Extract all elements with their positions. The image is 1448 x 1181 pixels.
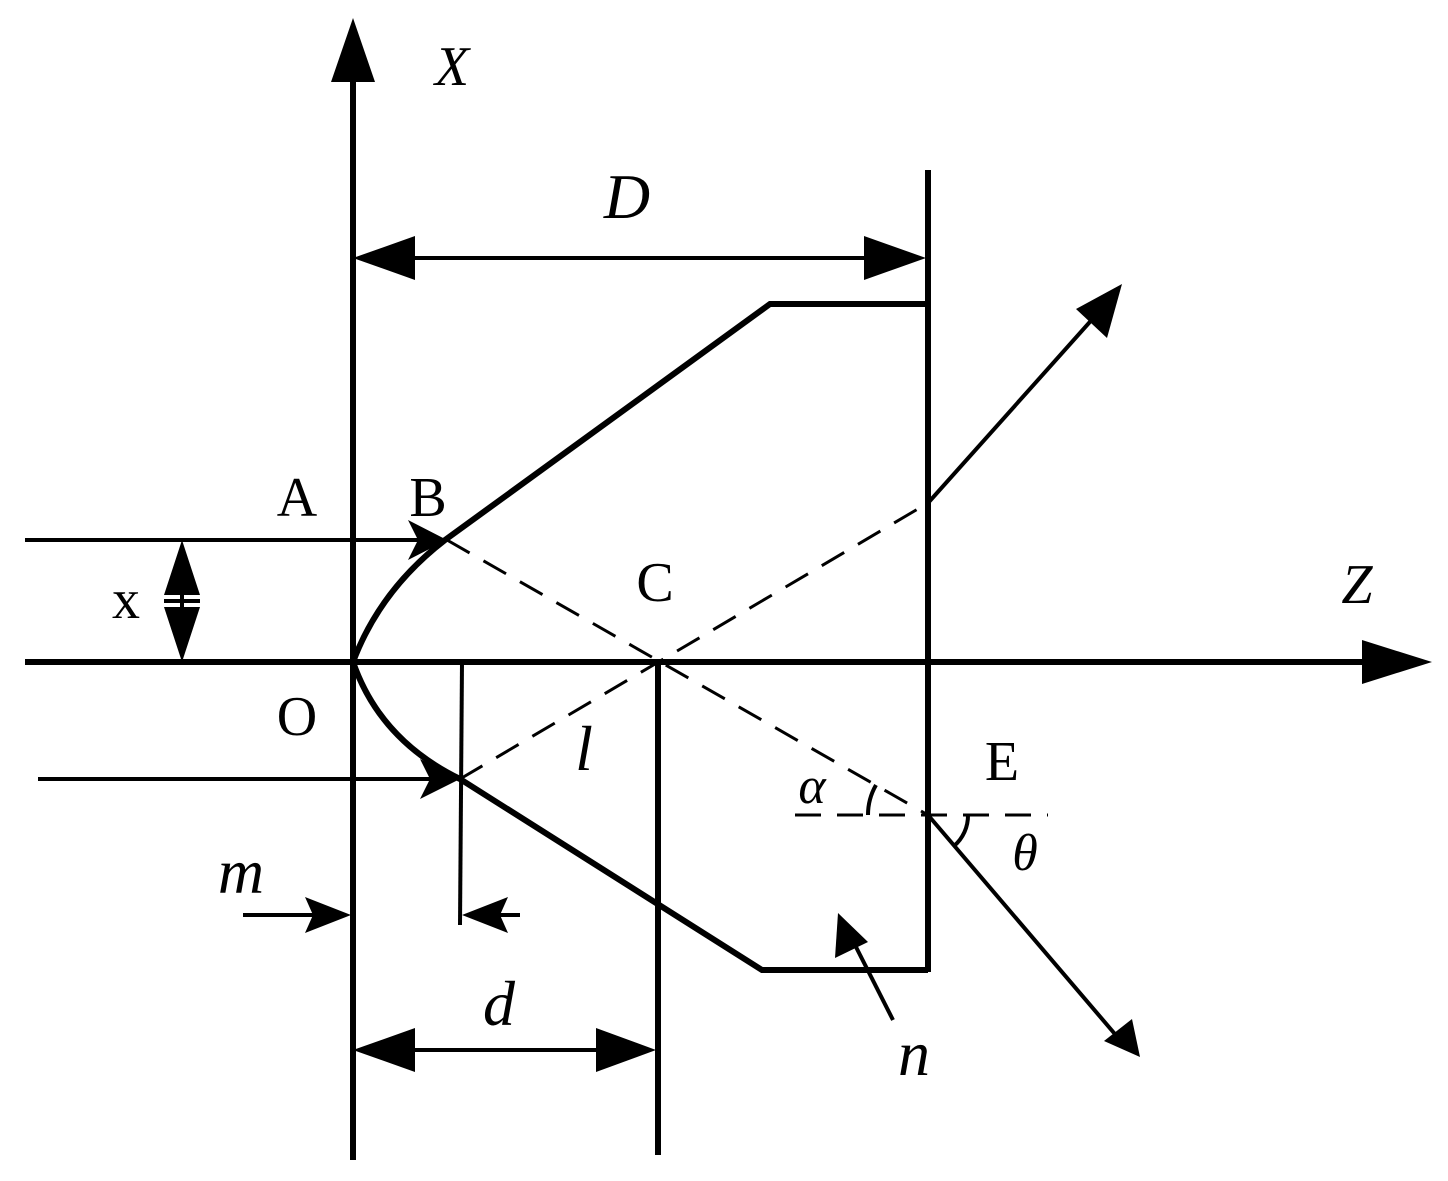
incident-ray-upper — [25, 520, 447, 560]
dim-m-label: m — [218, 836, 264, 907]
angle-alpha-arc — [865, 784, 878, 816]
dimension-D — [353, 236, 926, 280]
index-pointer-arrow — [835, 913, 895, 1021]
axis-x-label: X — [433, 36, 472, 98]
length-l-label: l — [575, 713, 593, 784]
exit-ray-lower — [926, 813, 1140, 1057]
axis-z-label: Z — [1341, 554, 1373, 616]
dim-x-label: x — [112, 569, 140, 631]
index-n-label: n — [898, 1018, 930, 1089]
dimension-m — [243, 897, 520, 933]
angle-theta-arc — [952, 814, 971, 848]
origin-label: O — [277, 686, 317, 748]
point-a-label: A — [277, 467, 318, 529]
exit-ray-upper — [926, 284, 1122, 505]
dim-D-label: D — [603, 161, 650, 232]
incident-ray-lower — [38, 759, 460, 799]
dashed-ray-lower-to-exit — [459, 501, 929, 781]
angle-alpha-label: α — [798, 758, 827, 815]
dim-d-label: d — [483, 968, 516, 1039]
x-axis — [331, 18, 375, 1160]
point-e-label: E — [985, 731, 1019, 793]
vertex-offset-line — [458, 661, 464, 926]
dimension-x — [164, 540, 200, 662]
dimension-d — [353, 1028, 656, 1072]
point-b-label: B — [409, 467, 446, 529]
point-c-label: C — [636, 552, 673, 614]
z-axis-arrowhead — [1362, 640, 1432, 684]
angle-theta-label: θ — [1012, 825, 1038, 882]
x-axis-arrowhead — [331, 18, 375, 82]
z-axis — [25, 640, 1432, 684]
dashed-ray-b-to-e — [446, 538, 929, 817]
